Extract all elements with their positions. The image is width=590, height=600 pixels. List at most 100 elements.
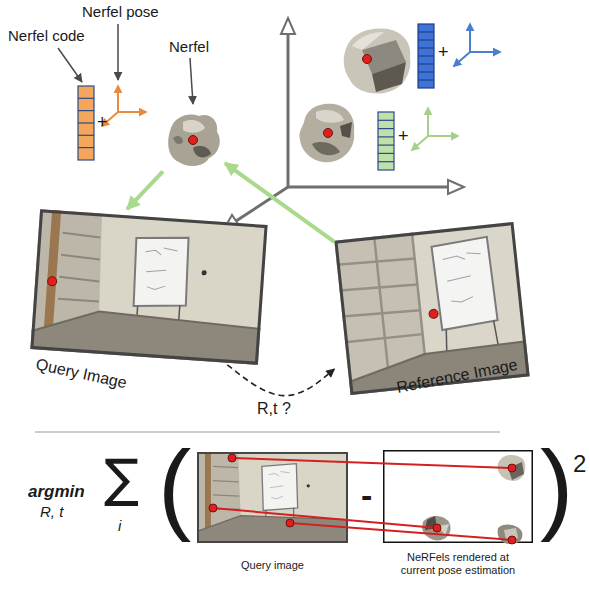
room-photo — [30, 209, 267, 365]
blue-code-vector — [418, 39, 434, 40]
correspondence-lines — [213, 508, 437, 528]
nerfel-blob — [168, 115, 220, 167]
blue-code-vector — [418, 79, 434, 80]
image-caption: Query Image — [34, 355, 128, 392]
rendered-nerfels — [498, 525, 523, 544]
feature-points — [228, 454, 236, 462]
correspondence-lines — [213, 458, 512, 540]
orange-code-vector — [78, 86, 94, 160]
nerfel-patch-round — [316, 110, 344, 123]
rendered-nerfels — [498, 455, 526, 481]
math-subscript: R, t — [40, 503, 63, 520]
blue-pose-axes — [454, 52, 470, 66]
green-pose-axes — [428, 135, 458, 137]
room-photo — [412, 233, 425, 354]
world-axes — [288, 186, 450, 189]
feature-points — [286, 519, 294, 527]
room-photo — [58, 299, 99, 302]
orange-pose-axes — [118, 111, 146, 113]
separator-line — [35, 432, 500, 433]
room-photo — [205, 452, 211, 529]
sum-symbol: ∑ — [104, 452, 139, 504]
green-pose-axes — [412, 108, 458, 150]
room-photo — [197, 452, 348, 543]
nerfel-patch-block — [363, 55, 372, 64]
green-code-vector — [378, 120, 394, 121]
rendered-nerfels — [504, 528, 518, 540]
blue-pose-axes — [454, 24, 500, 66]
room-photo — [213, 495, 239, 496]
green-code-vector — [378, 128, 394, 129]
query-image-thumb: Query image — [197, 452, 348, 543]
blue-code-vector — [418, 24, 434, 88]
minus-sign: - — [361, 476, 372, 515]
room-photo — [213, 466, 238, 467]
orange-pose-axes — [117, 86, 119, 112]
render-box: NeRFels rendered at current pose estimat… — [383, 450, 533, 543]
room-photo — [307, 484, 310, 487]
blue-code-vector — [418, 55, 434, 56]
rendered-nerfels — [425, 516, 437, 530]
node-label: Nerfel — [169, 38, 209, 55]
plus-sign: + — [438, 42, 449, 63]
projection-arrow — [127, 171, 163, 209]
image-caption: NeRFels rendered at current pose estimat… — [393, 551, 523, 576]
orange-code-vector — [78, 86, 94, 160]
reference-image: Reference Image — [334, 222, 529, 395]
nerfel-blob — [163, 108, 225, 172]
orange-code-vector — [78, 98, 94, 99]
room-photo — [143, 247, 178, 291]
room-photo — [201, 270, 206, 275]
room-photo — [132, 234, 191, 310]
green-pose-axes — [412, 136, 428, 150]
world-axes — [281, 18, 295, 34]
orange-code-vector — [78, 122, 94, 123]
nerfel-patch-block — [344, 29, 411, 94]
room-photo — [197, 516, 348, 532]
query-image: Query Image — [30, 209, 267, 365]
room-photo — [47, 276, 57, 286]
green-code-vector — [378, 145, 394, 146]
label-pointers — [58, 24, 193, 104]
world-axes — [236, 187, 288, 221]
room-photo — [32, 307, 261, 347]
rendered-nerfels — [422, 516, 451, 540]
green-code-vector — [378, 112, 394, 170]
room-photo — [213, 481, 239, 482]
rendered-nerfels — [383, 450, 533, 543]
room-photo — [431, 237, 498, 331]
label-pointers — [58, 48, 82, 82]
room-photo — [198, 453, 347, 542]
math-bracket: ) — [540, 436, 573, 536]
world-axes — [224, 18, 464, 229]
room-photo — [262, 464, 298, 511]
room-photo — [59, 277, 99, 282]
room-photo — [213, 466, 240, 509]
nerfel-patch-round — [299, 104, 354, 163]
math-operator: argmin — [28, 482, 85, 502]
label-pointers — [190, 58, 193, 104]
nerfel-patch-round — [324, 129, 333, 138]
room-photo — [494, 320, 498, 344]
blue-code-vector — [418, 47, 434, 48]
room-photo — [443, 252, 486, 304]
pose-arrow — [227, 365, 334, 396]
rendered-nerfels — [498, 525, 523, 544]
nerfel-blob — [189, 136, 198, 145]
plus-sign: + — [398, 126, 409, 147]
green-code-vector — [378, 153, 394, 154]
blue-code-vector — [418, 31, 434, 32]
label-pointers — [117, 24, 119, 80]
feature-points — [433, 524, 441, 532]
rendered-nerfels — [498, 455, 526, 481]
orange-code-vector — [78, 147, 94, 148]
image-caption: Query image — [197, 559, 348, 572]
world-axes — [448, 180, 464, 194]
nerfel-patch-block — [372, 62, 406, 92]
rendered-nerfels — [422, 516, 451, 540]
edge-label: R,t ? — [257, 400, 291, 418]
rendered-nerfels — [439, 524, 449, 536]
room-photo — [197, 516, 348, 543]
callout-label: Nerfel pose — [82, 3, 159, 20]
